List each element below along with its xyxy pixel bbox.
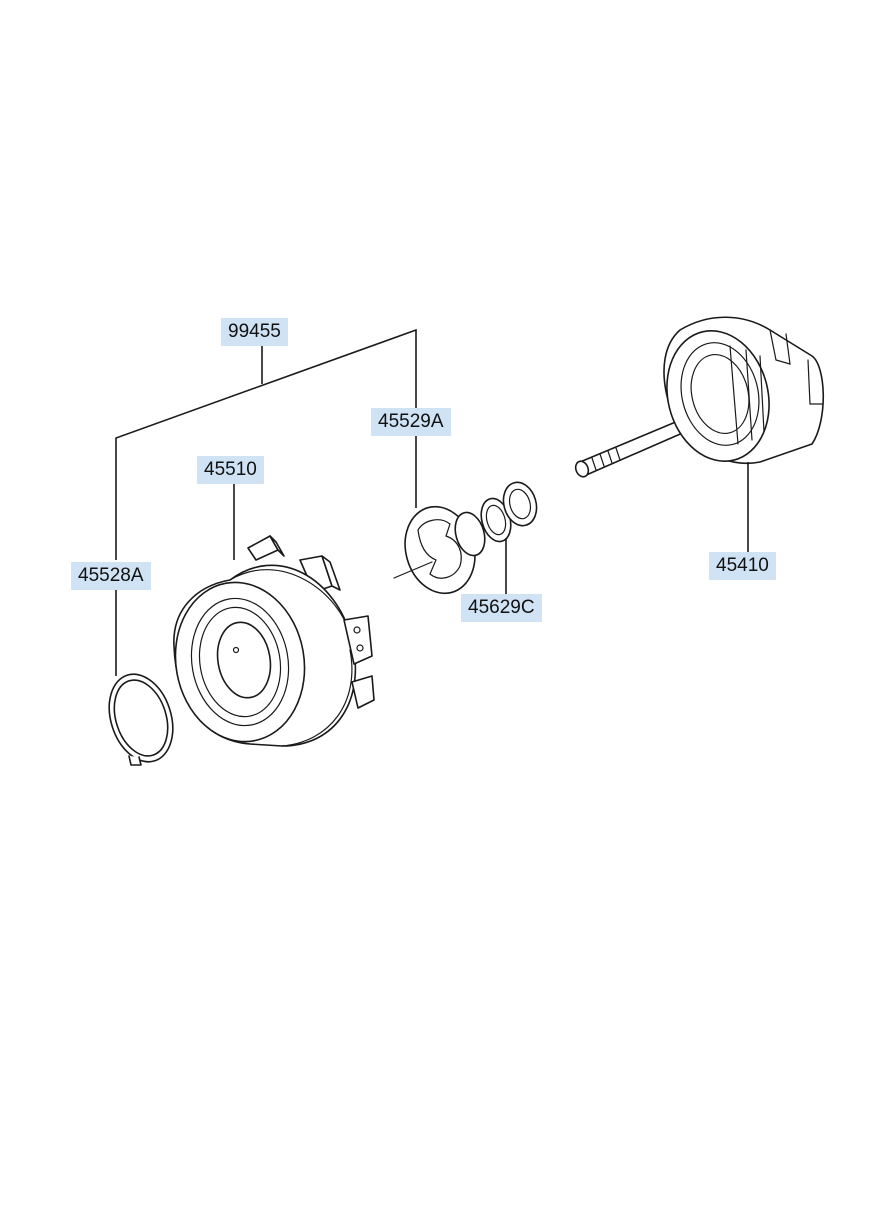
part-45629c-bearing-set — [454, 481, 538, 596]
part-45510-clutch-drum — [173, 482, 375, 747]
callout-99455: 99455 — [221, 318, 288, 346]
callout-45510: 45510 — [197, 456, 264, 484]
callout-45629c: 45629C — [461, 594, 542, 622]
part-45528a-snap-ring — [108, 584, 174, 766]
callout-45528a: 45528A — [71, 562, 151, 590]
part-45410-sun-gear-shaft — [574, 316, 825, 552]
kit-bracket-leader — [115, 328, 417, 560]
callout-45410: 45410 — [709, 552, 776, 580]
callout-45529a: 45529A — [371, 408, 451, 436]
